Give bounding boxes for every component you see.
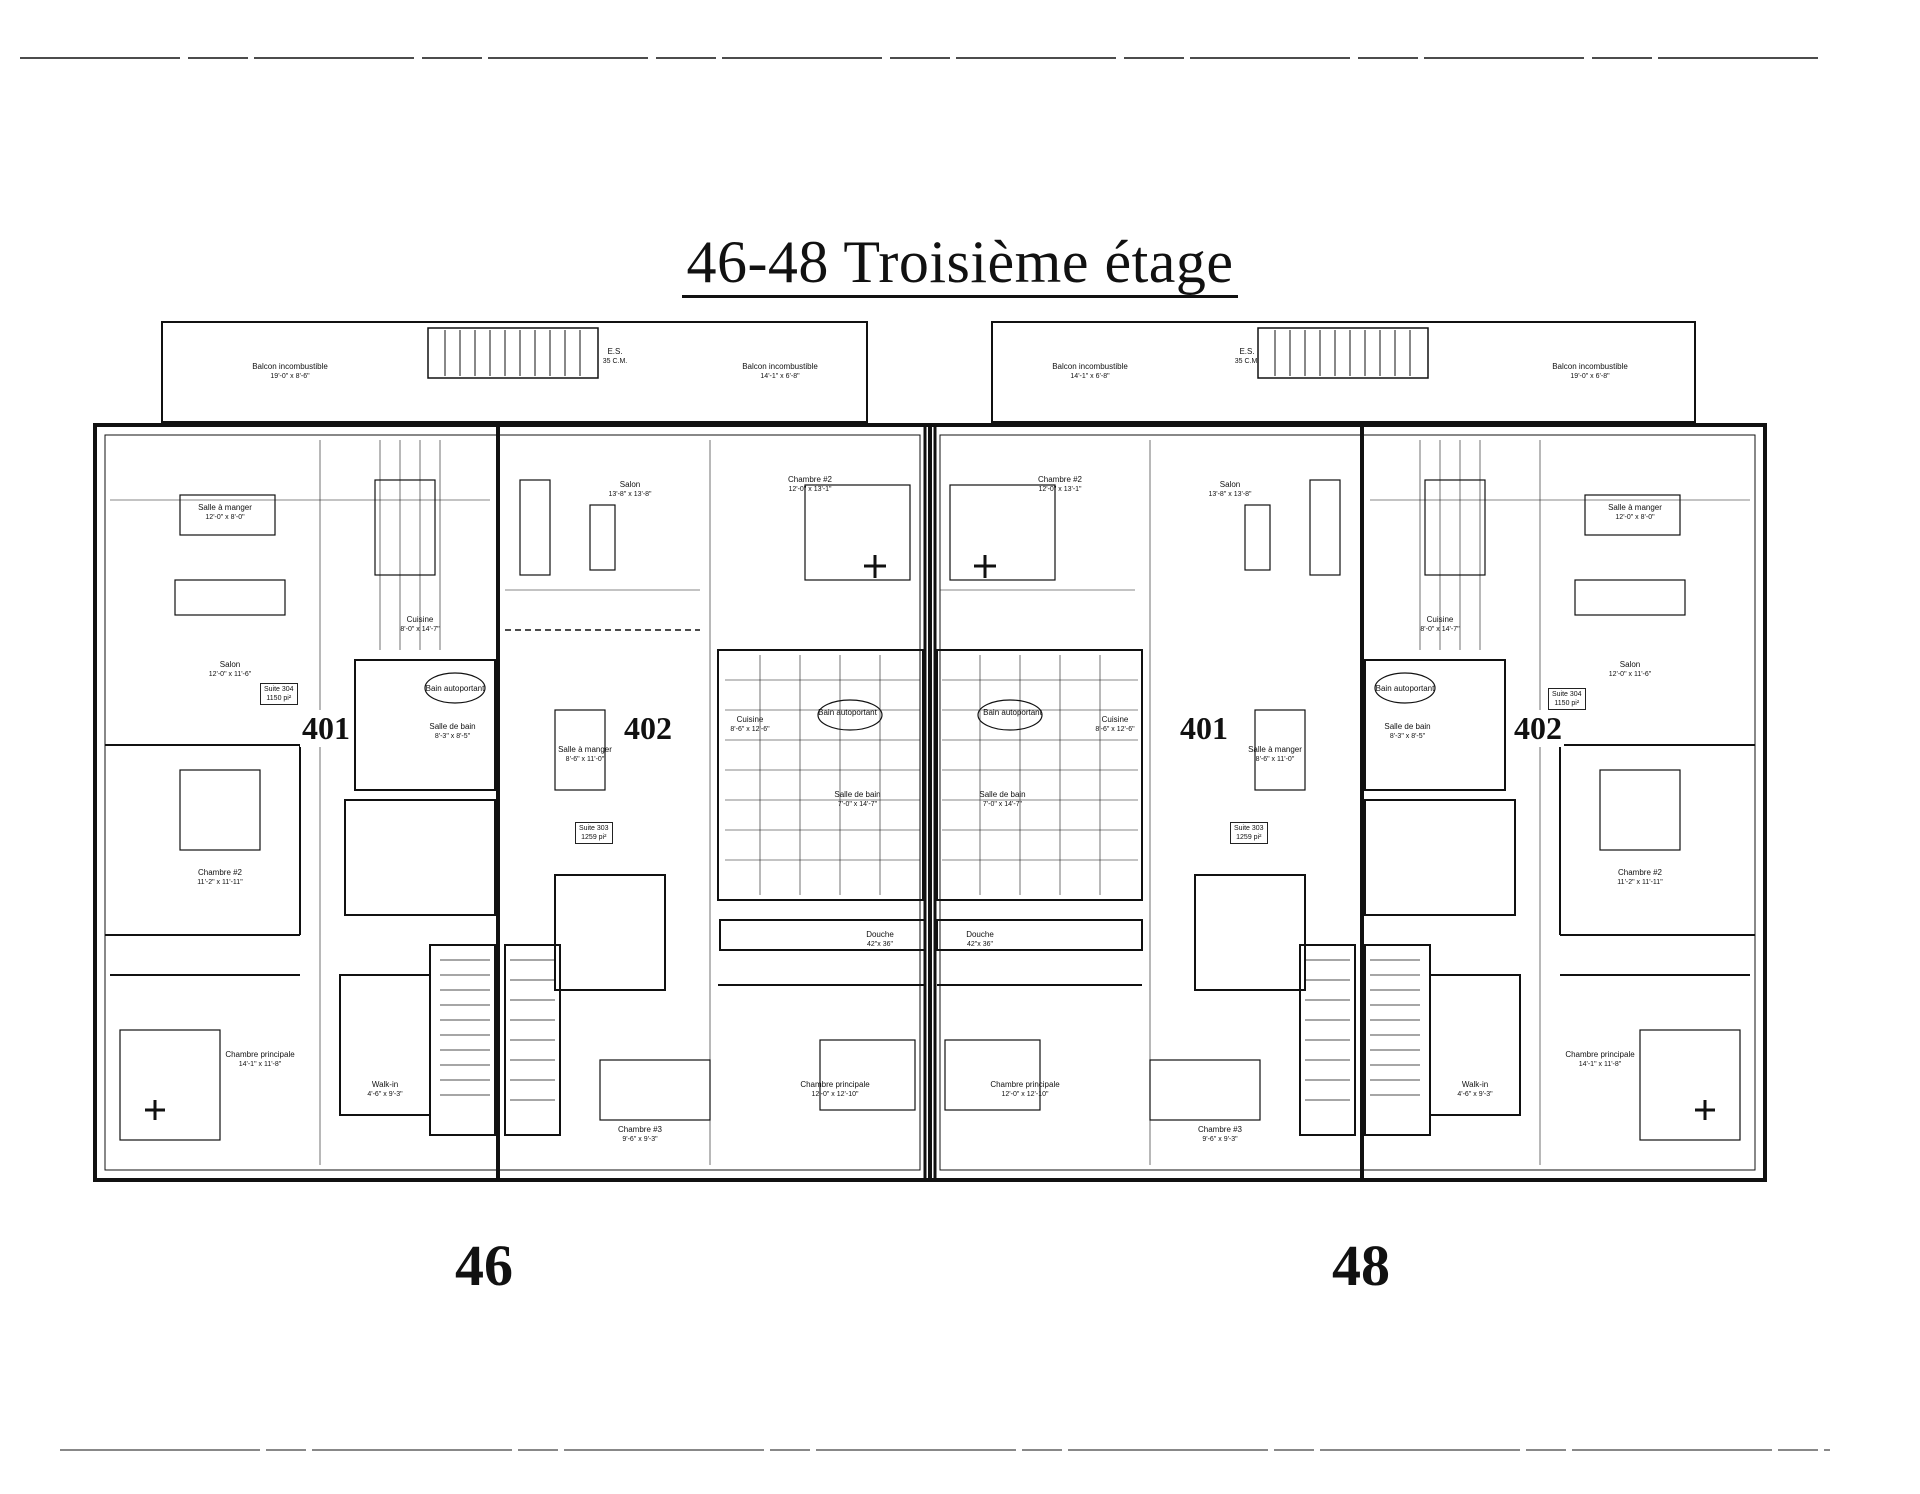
unit-402-46: 402 [622, 710, 674, 747]
building-48-outline [928, 423, 1767, 1182]
balcony-48 [991, 321, 1696, 423]
room-bath-402-48: Bain autoportant [1375, 684, 1435, 693]
room-bath-402-46: Bain autoportant [818, 708, 877, 717]
balcony-46 [161, 321, 868, 423]
building-48-label: 48 [1332, 1233, 1390, 1298]
room-es-left: E.S.35 C.M. [602, 347, 628, 365]
building-46-label: 46 [455, 1233, 513, 1298]
plan-title: 46-48 Troisième étage [0, 228, 1920, 298]
room-es-right: E.S.35 C.M. [1234, 347, 1260, 365]
unit-401-48: 401 [1178, 710, 1230, 747]
unit-402-48: 402 [1512, 710, 1564, 747]
unit-401-46: 401 [300, 710, 352, 747]
room-bath-401-46: Bain autoportant [425, 684, 485, 693]
room-bath-401-48: Bain autoportant [983, 708, 1042, 717]
